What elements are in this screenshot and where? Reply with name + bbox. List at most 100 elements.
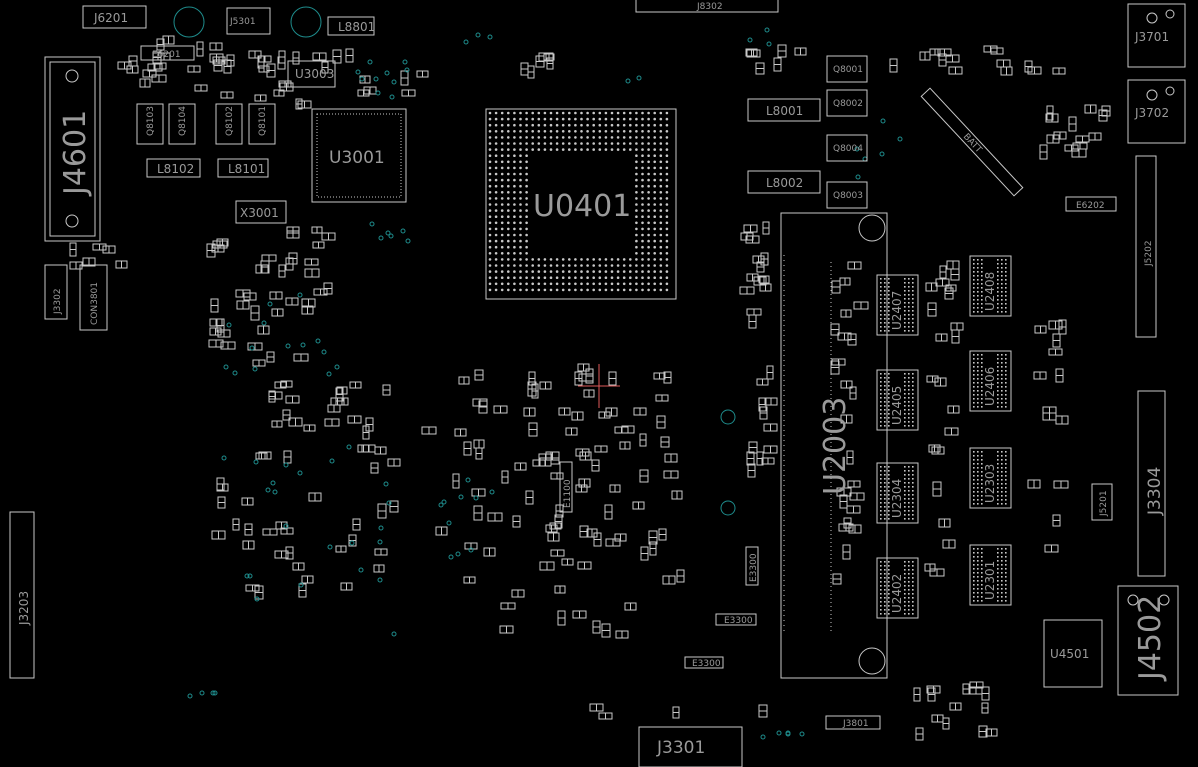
bga-ball	[653, 197, 656, 200]
bga-ball	[507, 136, 510, 139]
bga-ball	[653, 111, 656, 115]
memory-u2303[interactable]: U2303	[969, 447, 1012, 509]
inductor-l8001[interactable]: L8001	[747, 98, 821, 122]
memory-u2405[interactable]: U2405	[876, 369, 919, 431]
connector-j8302[interactable]: J8302	[635, 0, 779, 13]
soc-u0401[interactable]: U0401	[485, 108, 677, 300]
bga-ball	[488, 191, 492, 194]
part-e3300-c[interactable]: E3300	[745, 546, 759, 586]
connector-j5201[interactable]: J5201	[1091, 483, 1113, 521]
memory-pad	[977, 390, 979, 392]
memory-pad	[888, 314, 890, 316]
bga-ball	[519, 215, 522, 218]
connector-j4502[interactable]: J4502	[1117, 585, 1179, 696]
connector-j4601[interactable]: J4601	[44, 56, 101, 242]
part-e6202[interactable]: E6202	[1065, 196, 1117, 212]
bga-ball	[494, 245, 498, 249]
connector-j5301[interactable]: J5301	[226, 7, 271, 35]
connector-j3302[interactable]: J3302	[44, 264, 68, 320]
memory-pad	[973, 568, 975, 570]
memory-pad	[973, 394, 975, 396]
bga-ball	[665, 154, 669, 157]
bga-ball	[519, 123, 522, 127]
bga-ball	[531, 142, 534, 145]
bga-ball	[635, 148, 638, 151]
bga-ball	[507, 252, 510, 255]
bga-ball	[488, 282, 492, 286]
via	[389, 94, 395, 100]
memory-u2407[interactable]: U2407	[876, 274, 919, 336]
memory-pad	[884, 565, 886, 567]
bga-ball	[513, 245, 516, 249]
connector-con3801[interactable]: CON3801	[79, 264, 108, 331]
label-u2408: U2408	[983, 272, 997, 311]
connector-j3304[interactable]: J3304	[1137, 390, 1166, 577]
mosfet-q8003[interactable]: Q8003	[826, 181, 868, 209]
label-q8104: Q8104	[178, 106, 188, 136]
part-e1100[interactable]: E1100	[559, 461, 573, 513]
memory-pad	[888, 474, 890, 476]
bga-ball	[641, 197, 644, 200]
chip-u4501[interactable]: U4501	[1043, 619, 1103, 688]
connector-j3702[interactable]: J3702	[1127, 79, 1186, 144]
connector-j6201[interactable]: J6201	[82, 5, 147, 29]
mosfet-q8102[interactable]: Q8102	[215, 103, 243, 145]
memory-u2406[interactable]: U2406	[969, 350, 1012, 412]
part-e3300-b[interactable]: E3300	[684, 656, 724, 669]
inductor-l8102[interactable]: L8102	[146, 158, 201, 178]
memory-pad	[1005, 455, 1007, 457]
mosfet-q8104[interactable]: Q8104	[168, 103, 196, 145]
memory-pad	[977, 370, 979, 372]
via	[334, 364, 340, 370]
mosfet-q8001[interactable]: Q8001	[826, 55, 868, 83]
inductor-l8002[interactable]: L8002	[747, 170, 821, 194]
mosfet-q8004[interactable]: Q8004	[826, 134, 868, 162]
memory-pad	[912, 302, 914, 304]
bga-ball	[555, 258, 559, 261]
bga-ball	[598, 111, 602, 115]
via	[349, 540, 355, 546]
crystal-x3001[interactable]: X3001	[235, 200, 287, 224]
memory-pad	[973, 354, 975, 356]
inductor-l8801[interactable]: L8801	[327, 16, 375, 36]
inductor-l8101[interactable]: L8101	[217, 158, 269, 178]
chip-u3001[interactable]: U3001	[311, 108, 407, 203]
via	[298, 582, 304, 588]
bga-ball	[500, 282, 504, 286]
memory-pad	[904, 561, 906, 563]
bga-ball	[610, 282, 614, 286]
connector-j3801[interactable]: J3801	[825, 715, 881, 730]
part-e3300-a[interactable]: E3300	[715, 613, 757, 626]
mosfet-q8103[interactable]: Q8103	[136, 103, 164, 145]
memory-u2304[interactable]: U2304	[876, 462, 919, 524]
bga-ball	[665, 282, 669, 286]
memory-pad	[981, 580, 983, 582]
connector-j3203[interactable]: J3203	[9, 511, 35, 679]
memory-pad	[997, 588, 999, 590]
mosfet-q8002[interactable]: Q8002	[826, 89, 868, 117]
memory-pad	[888, 306, 890, 308]
memory-pad	[981, 548, 983, 550]
memory-u2402[interactable]: U2402	[876, 557, 919, 619]
bga-ball	[610, 117, 614, 121]
bga-ball	[635, 191, 638, 194]
bga-ball	[507, 166, 510, 170]
mosfet-q8101[interactable]: Q8101	[248, 103, 276, 145]
connector-j3701[interactable]: J3701	[1127, 3, 1186, 68]
bga-ball	[604, 136, 608, 139]
memory-pad	[888, 466, 890, 468]
memory-u2301[interactable]: U2301	[969, 544, 1012, 606]
connector-j3301[interactable]: J3301	[638, 726, 743, 767]
part-e6201[interactable]: E6201	[140, 45, 195, 61]
bga-ball	[629, 276, 632, 280]
memory-u2408[interactable]: U2408	[969, 255, 1012, 317]
memory-pad	[888, 482, 890, 484]
slot-u2003[interactable]: U2003	[780, 212, 888, 679]
memory-pad	[912, 373, 914, 375]
memory-pad	[981, 596, 983, 598]
bga-ball	[616, 288, 620, 292]
chip-u3003[interactable]: U3003	[287, 60, 336, 88]
connector-j5202[interactable]: J5202	[1135, 155, 1157, 338]
memory-pad	[880, 569, 882, 571]
